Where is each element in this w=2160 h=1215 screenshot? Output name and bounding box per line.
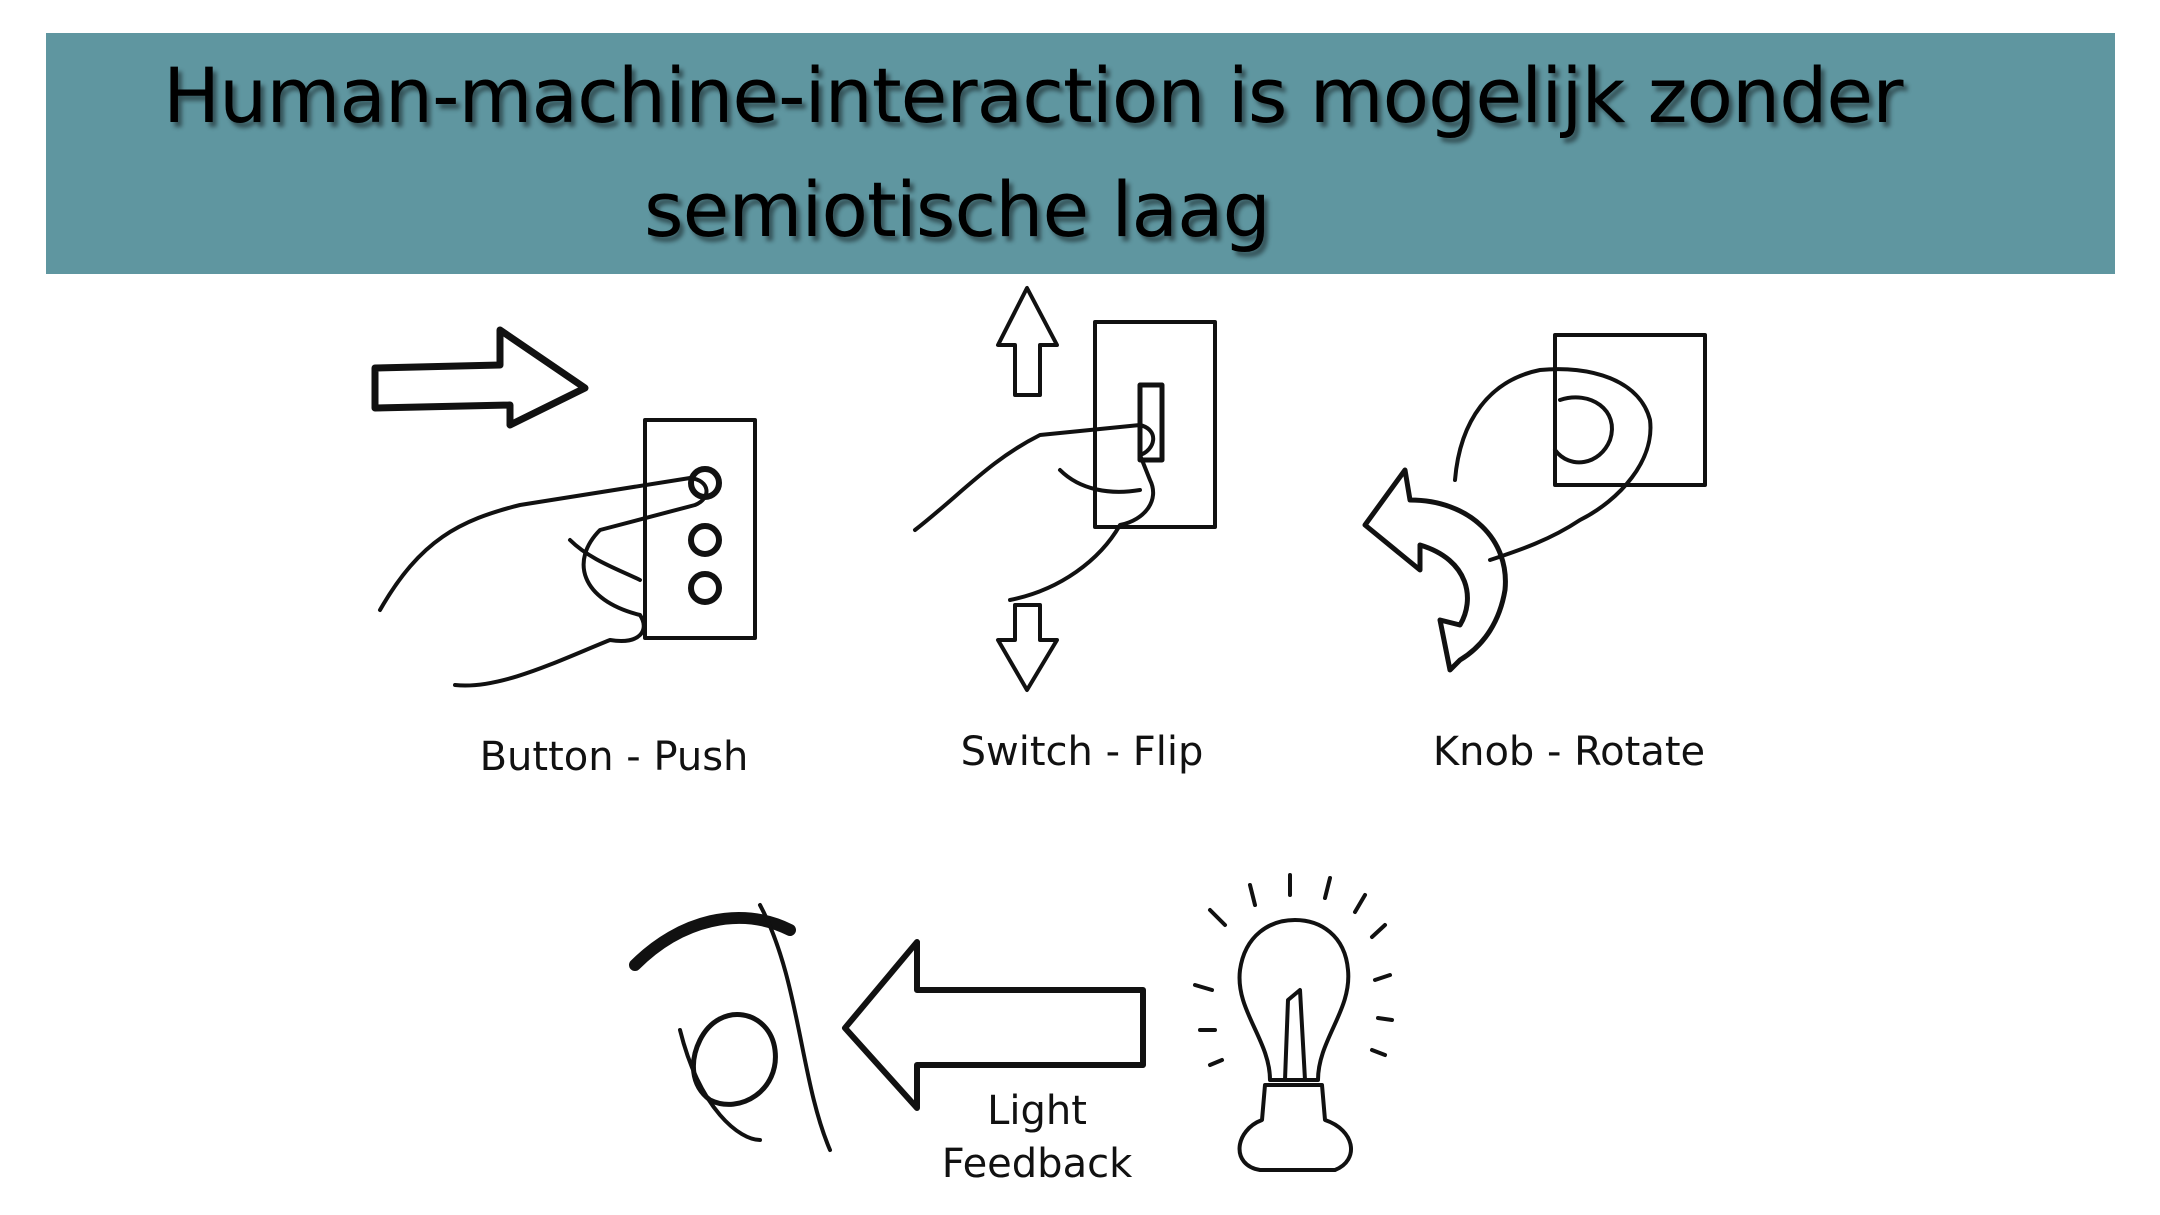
up-arrow-icon	[996, 286, 1059, 397]
button-push-label: Button - Push	[479, 734, 749, 780]
push-arrow-icon	[371, 326, 589, 429]
rotate-arrow-icon	[1362, 467, 1508, 673]
light-feedback-label-line-1: Light	[987, 1088, 1087, 1134]
light-feedback-label-line-2: Feedback	[941, 1141, 1133, 1187]
eye-icon	[629, 903, 832, 1152]
slide-title-line-2: semiotische laag	[644, 165, 1271, 254]
hand-pushing-icon	[378, 476, 709, 688]
switch-plate-icon	[1093, 320, 1217, 529]
feedback-arrow-icon	[842, 939, 1146, 1111]
light-bulb-icon	[1193, 873, 1394, 1172]
button-panel-icon	[643, 418, 757, 640]
hand-flipping-icon	[913, 423, 1156, 602]
slide-title-line-1: Human-machine-interaction is mogelijk zo…	[163, 51, 1903, 140]
knob-plate-icon	[1553, 333, 1707, 487]
title-banner	[46, 33, 2115, 274]
down-arrow-icon	[996, 603, 1059, 692]
switch-flip-label: Switch - Flip	[960, 729, 1204, 775]
hand-rotating-icon	[1453, 367, 1653, 562]
knob-rotate-label: Knob - Rotate	[1432, 729, 1706, 775]
